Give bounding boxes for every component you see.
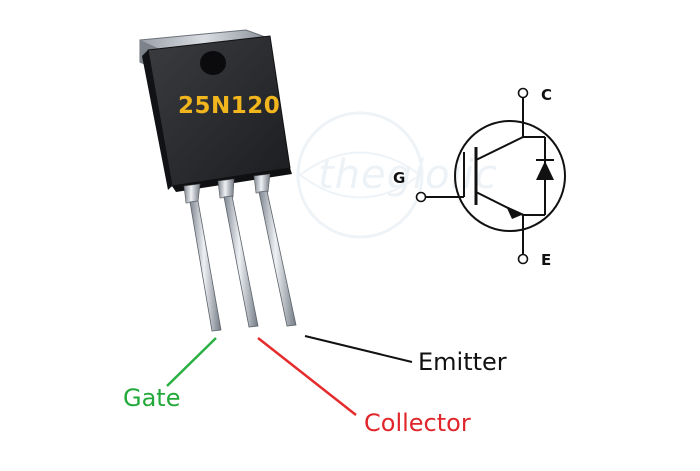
pin-g-label: G bbox=[393, 169, 406, 187]
emitter-label: Emitter bbox=[418, 348, 507, 376]
gate-lead bbox=[189, 200, 222, 332]
collector-label: Collector bbox=[364, 409, 471, 437]
collector-lead bbox=[223, 195, 259, 328]
collector-terminal bbox=[517, 87, 529, 99]
part-number-label: 25N120 bbox=[178, 93, 281, 119]
diode-icon bbox=[536, 161, 554, 180]
pin-e-label: E bbox=[541, 251, 552, 269]
collector-pointer-line bbox=[257, 337, 357, 416]
gate-terminal bbox=[415, 191, 427, 203]
emitter-pointer-line bbox=[304, 335, 413, 363]
gate-pointer-line bbox=[166, 337, 217, 387]
mounting-hole bbox=[200, 51, 226, 75]
emitter-terminal bbox=[517, 253, 529, 265]
watermark-text: thegioiic bbox=[318, 152, 498, 198]
pin-c-label: C bbox=[541, 86, 553, 104]
gate-label: Gate bbox=[123, 384, 181, 412]
emitter-arrow-icon bbox=[506, 206, 524, 219]
symbol-circle bbox=[454, 120, 566, 232]
emitter-lead bbox=[258, 190, 297, 327]
